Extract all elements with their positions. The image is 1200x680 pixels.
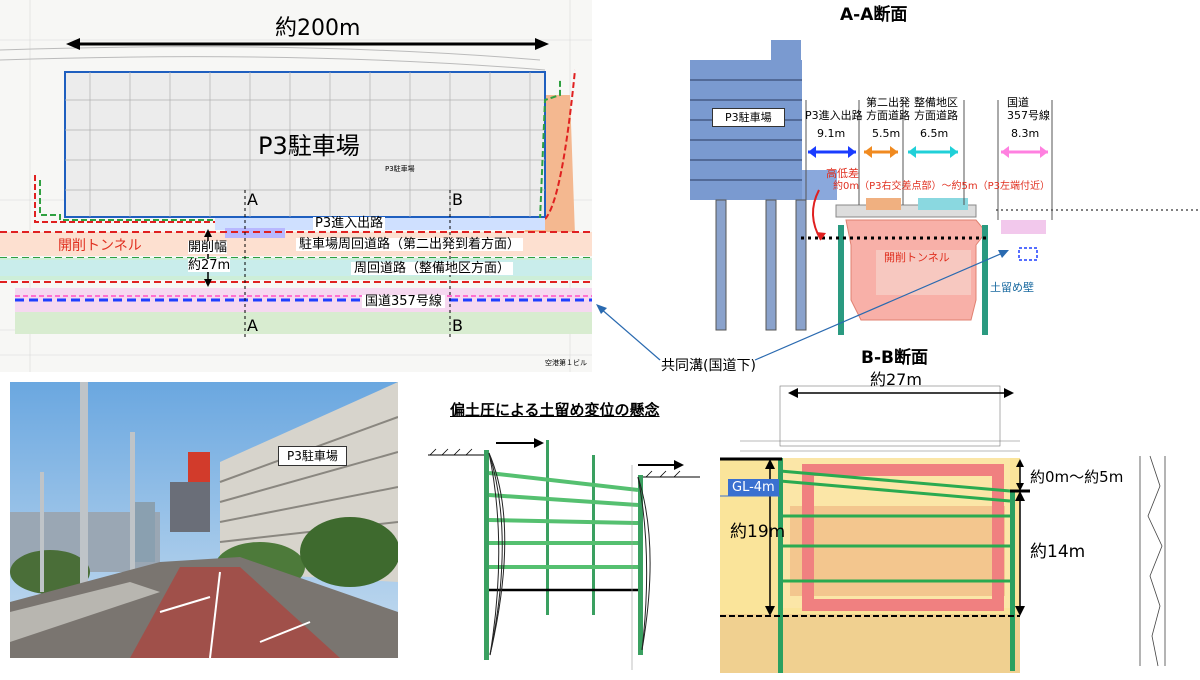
- plan-parking-label: P3駐車場: [258, 132, 360, 160]
- section-a-bottom: A: [247, 316, 258, 335]
- bb-right-depth: 約14m: [1030, 542, 1086, 562]
- aa-col1-name: P3進入出路: [805, 109, 863, 122]
- aa-col2-name: 第二出発 方面道路: [866, 96, 910, 122]
- concern-drawing: [428, 438, 700, 670]
- aa-building-label: P3駐車場: [712, 108, 785, 127]
- photo-sign: P3駐車場: [278, 446, 347, 466]
- excavation-width-value: 約27m: [188, 258, 231, 273]
- section-b-bottom: B: [452, 316, 463, 335]
- bb-width-label: 約27m: [870, 370, 922, 389]
- bb-diff-label: 約0m～約5m: [1030, 468, 1124, 486]
- aa-elevation-value: 約0m（P3右交差点部）～約5m（P3左端付近）: [833, 181, 1050, 192]
- excavation-width-title: 開削幅: [188, 240, 228, 255]
- section-b-top: B: [452, 190, 463, 209]
- tunnel-label: 開削トンネル: [58, 238, 142, 254]
- aa-col2-width: 5.5m: [872, 127, 901, 140]
- section-aa-title: A-A断面: [840, 5, 908, 25]
- concern-diagram: 偏土圧による土留め変位の懸念: [420, 395, 710, 676]
- loop-road-2-label: 周回道路（整備地区方面）: [351, 262, 514, 275]
- national-road-label: 国道357号線: [362, 295, 445, 308]
- aa-col3-name: 整備地区 方面道路: [914, 96, 958, 122]
- aa-elevation-title: 高低差: [826, 167, 859, 180]
- loop-road-1-label: 駐車場周回道路（第二出発到着方面）: [296, 238, 524, 251]
- section-aa-drawing: [690, 40, 1200, 335]
- site-photo-drawing: [10, 382, 400, 659]
- aa-col4-width: 8.3m: [1011, 127, 1040, 140]
- plan-drawing: [0, 0, 592, 372]
- section-bb: B-B断面 約27m 約0m～約5m GL-4m 約19m 約14m: [720, 346, 1200, 676]
- common-duct-label: 共同溝(国道下): [661, 358, 756, 374]
- concern-title: 偏土圧による土留め変位の懸念: [450, 401, 660, 419]
- plan-footer: 空港第１ビル: [545, 359, 587, 367]
- aa-tunnel-label: 開削トンネル: [884, 251, 950, 264]
- section-bb-drawing: [720, 385, 1166, 673]
- common-duct-leaders: [596, 250, 1009, 361]
- plan-parking-small: P3駐車場: [385, 165, 415, 173]
- site-photo: P3駐車場: [10, 382, 400, 659]
- aa-retaining-wall-label: 土留め壁: [990, 281, 1034, 294]
- aa-col4-name: 国道 357号線: [1007, 96, 1050, 122]
- aa-col1-width: 9.1m: [817, 127, 846, 140]
- entry-road-label: P3進入出路: [313, 216, 386, 231]
- bb-left-depth: 約19m: [730, 522, 786, 542]
- section-aa: A-A断面 P3駐車場 P3進入出路 9.1m 第二出発 方面道路 5.5m 整…: [686, 0, 1200, 345]
- section-a-top: A: [247, 190, 258, 209]
- section-bb-title: B-B断面: [861, 348, 928, 368]
- plan-view: 約200m P3駐車場 P3駐車場 A B P3進入出路 開削トンネル 開削幅 …: [0, 0, 592, 372]
- aa-col3-width: 6.5m: [920, 127, 949, 140]
- plan-length-label: 約200m: [275, 16, 361, 41]
- bb-gl-label: GL-4m: [728, 479, 779, 496]
